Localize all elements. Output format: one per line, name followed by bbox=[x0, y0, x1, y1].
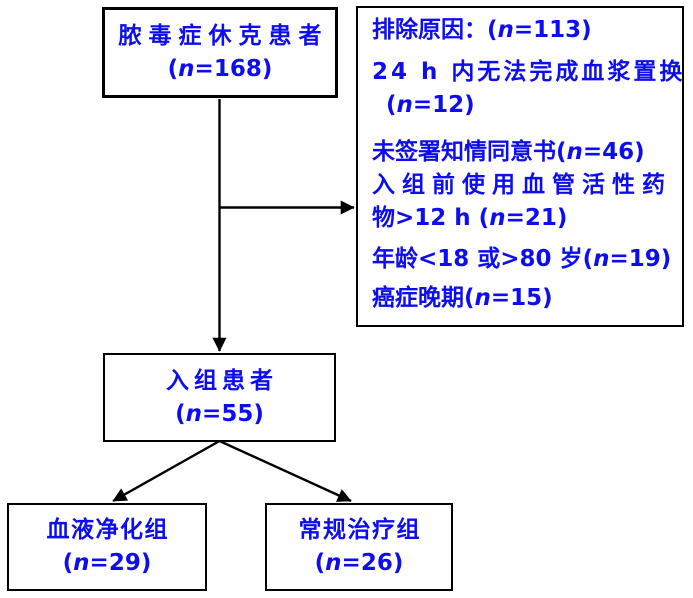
box-enrolled-patients: 入组患者 (n=55) bbox=[103, 353, 336, 442]
box-conventional-treatment-group: 常规治疗组 (n=26) bbox=[265, 503, 453, 591]
box-blood-purification-group: 血液净化组 (n=29) bbox=[7, 503, 207, 591]
screened-title: 脓毒症休克患者 bbox=[118, 22, 329, 49]
screened-count: (n=168) bbox=[167, 55, 273, 82]
conventional-title: 常规治疗组 bbox=[298, 517, 421, 543]
box-exclusion-reasons: 排除原因：(n=113) 24 h 内无法完成血浆置换 (n=12) 未签署知情… bbox=[356, 6, 684, 327]
enrolled-count: (n=55) bbox=[175, 400, 264, 427]
exclusion-header: 排除原因：(n=113) bbox=[372, 17, 592, 43]
exclusion-reason-vasoactive-drugs: 入组前使用血管活性药 bbox=[372, 172, 672, 198]
box-screened-patients: 脓毒症休克患者 (n=168) bbox=[102, 7, 338, 98]
arrow-enrolled-to-conventional bbox=[219, 439, 352, 503]
exclusion-reason-plasma-exchange-count: (n=12) bbox=[386, 92, 475, 118]
blood-purification-count: (n=29) bbox=[62, 550, 152, 576]
conventional-count: (n=26) bbox=[314, 550, 404, 576]
arrow-enrolled-to-blood-purification bbox=[112, 439, 221, 503]
enrolled-title: 入组患者 bbox=[166, 367, 278, 394]
blood-purification-title: 血液净化组 bbox=[46, 517, 169, 543]
exclusion-reason-age: 年龄<18 或>80 岁(n=19) bbox=[372, 246, 672, 272]
exclusion-reason-vasoactive-drugs-count: 物>12 h (n=21) bbox=[372, 205, 568, 231]
exclusion-reason-no-consent: 未签署知情同意书(n=46) bbox=[372, 139, 645, 165]
exclusion-reason-advanced-cancer: 癌症晚期(n=15) bbox=[372, 285, 553, 311]
exclusion-reason-plasma-exchange: 24 h 内无法完成血浆置换 bbox=[372, 59, 686, 85]
